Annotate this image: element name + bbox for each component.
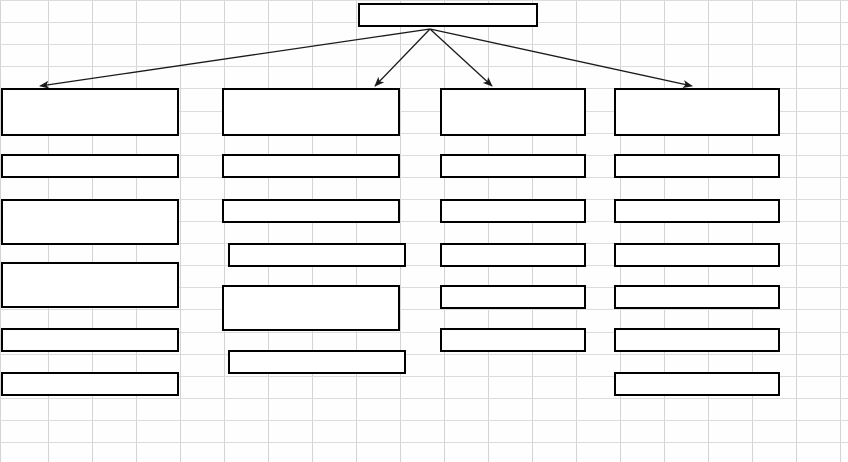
item-financial-3[interactable]: Інвестиційна привабливість [440, 328, 586, 352]
root-title-box[interactable]: ПОТЕНЦІАЛ ПІДПРИЄМСТВА [358, 3, 538, 27]
item-production-2[interactable]: Потенційні можливості використання сиров… [222, 285, 400, 331]
item-market-3[interactable]: Потенціал ринку факторів виробництва [1, 372, 179, 396]
branch-header-production-line1: ВИРОБНИЧИЙ ПОТЕНЦІАЛ [228, 135, 395, 136]
item-market-1[interactable]: Потенційний попит інших ринків на продук… [1, 262, 179, 308]
parameters-label-financial[interactable]: ПАРАМЕТРИ [440, 154, 586, 178]
item-management-4[interactable]: Координація [614, 372, 780, 396]
branch-header-financial[interactable]: ФІНАНСОВИЙ ПОТЕНЦІАЛ ПІДПРИЄМСТВА [440, 88, 586, 136]
parameters-label-management[interactable]: ПАРАМЕТРИ [614, 154, 780, 178]
item-management-3[interactable]: Мотивація [614, 328, 780, 352]
item-production-1[interactable]: Потенційні можливості основних засобів [228, 243, 406, 267]
item-financial-0[interactable]: Прибутковість [440, 199, 586, 223]
branch-header-financial-line1: ФІНАНСОВИЙ ПОТЕНЦІАЛ [446, 135, 581, 136]
branch-header-market[interactable]: РИНКОВИЙ ПОТЕНЦІАЛ ПІДПРИЄМСТВА (ПОПИТ) [1, 88, 179, 136]
branch-header-management[interactable]: ПОТЕНЦІАЛ УПРАВЛІННЯ ПІДПРИЄМСТВА [614, 88, 780, 136]
branch-header-production[interactable]: ВИРОБНИЧИЙ ПОТЕНЦІАЛ ПІДПРИЄМСТВА (ПРОПО… [222, 88, 400, 136]
item-management-2[interactable]: Контроль [614, 285, 780, 309]
item-market-0[interactable]: Попит на продукцію та доля ринку, яку за… [1, 199, 179, 245]
item-management-1[interactable]: Організація [614, 243, 780, 267]
branch-header-market-line1: РИНКОВИЙ ПОТЕНЦІАЛ [7, 135, 174, 136]
item-management-0[interactable]: Планування [614, 199, 780, 223]
parameters-label-production[interactable]: ПАРАМЕТРИ [222, 154, 400, 178]
item-financial-2[interactable]: Платоспроможність [440, 285, 586, 309]
item-production-3[interactable]: Кадровий потенціал [228, 350, 406, 374]
item-production-0[interactable]: Потенційні запаси обсягів виробництва [222, 199, 400, 223]
branch-header-management-line1: ПОТЕНЦІАЛ УПРАВЛІННЯ [620, 135, 775, 136]
item-financial-1[interactable]: Ліквідність [440, 243, 586, 267]
parameters-label-market[interactable]: ПАРАМЕТРИ [1, 154, 179, 178]
item-market-2[interactable]: Можливості ринка трудових ресурсів [1, 328, 179, 352]
